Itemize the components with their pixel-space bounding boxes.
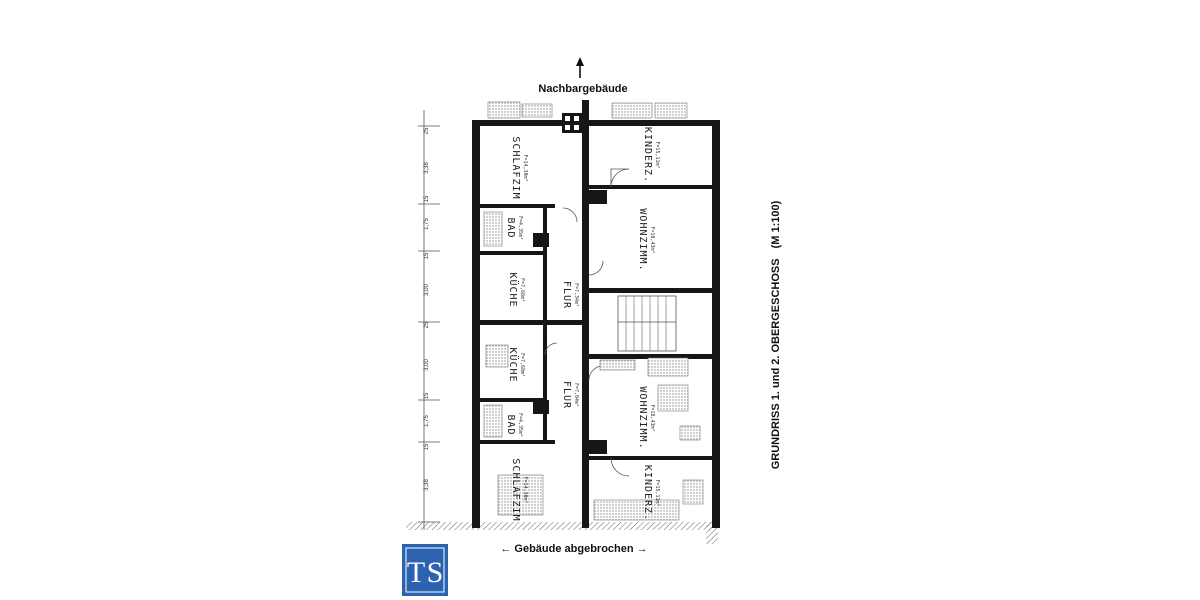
svg-text:15: 15 [424, 252, 430, 259]
room-wohnzimm-bottom: WOHNZIMM. [637, 386, 648, 449]
plan-title: GRUNDRISS 1. und 2. OBERGESCHOSS(M 1:100… [770, 200, 782, 469]
room-bad-bottom: BAD [505, 414, 516, 435]
svg-text:15: 15 [424, 195, 430, 202]
demolished-building-label: ← Gebäude abgebrochen → [500, 543, 647, 555]
svg-text:F=4,35m²: F=4,35m² [517, 413, 523, 437]
room-schlafzim-bottom: SCHLAFZIM [510, 458, 521, 521]
svg-text:F=7,68m²: F=7,68m² [519, 353, 525, 377]
dimension-chain: 25 3,38 15 1,75 15 3,00 25 3,00 15 1,75 … [418, 110, 440, 530]
ts-logo: T S [402, 544, 448, 596]
svg-text:3,00: 3,00 [424, 284, 430, 296]
room-flur-bottom: FLUR [561, 381, 572, 409]
svg-text:F=7,34m²: F=7,34m² [573, 283, 579, 307]
room-flur-top: FLUR [561, 281, 572, 309]
svg-text:3,38: 3,38 [424, 479, 430, 491]
room-kinderz-top: KINDERZ. [642, 127, 653, 183]
room-schlafzim-top: SCHLAFZIM [510, 136, 521, 199]
svg-text:F=18,43m²: F=18,43m² [649, 404, 655, 431]
north-arrow-icon [576, 57, 584, 78]
svg-text:15: 15 [424, 443, 430, 450]
room-kueche-bottom: KÜCHE [507, 347, 520, 382]
svg-text:F=4,35m²: F=4,35m² [517, 216, 523, 240]
room-wohnzimm-top: WOHNZIMM. [637, 208, 648, 271]
neighbor-strip [487, 101, 688, 119]
room-kueche-top: KÜCHE [507, 272, 520, 307]
room-kinderz-bottom: KINDERZ. [642, 465, 653, 521]
svg-text:F=18,43m²: F=18,43m² [649, 226, 655, 253]
logo-letter-s: S [427, 556, 444, 589]
svg-text:1,75: 1,75 [424, 218, 430, 230]
svg-text:F=7,68m²: F=7,68m² [519, 278, 525, 302]
svg-text:F=14,30m²: F=14,30m² [522, 476, 528, 503]
svg-text:1,75: 1,75 [424, 415, 430, 427]
svg-text:F=14,30m²: F=14,30m² [522, 154, 528, 181]
furniture [483, 211, 704, 521]
svg-text:F=7,04m²: F=7,04m² [573, 383, 579, 407]
room-bad-top: BAD [505, 217, 516, 238]
neighbor-building-label: Nachbargebäude [538, 83, 627, 95]
svg-text:F=15,11m²: F=15,11m² [654, 141, 660, 168]
svg-text:25: 25 [424, 321, 430, 328]
svg-text:15: 15 [424, 392, 430, 399]
svg-text:F=15,11m²: F=15,11m² [654, 479, 660, 506]
svg-text:25: 25 [424, 127, 430, 134]
svg-text:3,38: 3,38 [424, 162, 430, 174]
ground-hatch [406, 522, 716, 530]
svg-text:3,00: 3,00 [424, 359, 430, 371]
staircase [617, 295, 677, 352]
logo-letter-t: T [407, 556, 425, 589]
walls [472, 100, 720, 528]
